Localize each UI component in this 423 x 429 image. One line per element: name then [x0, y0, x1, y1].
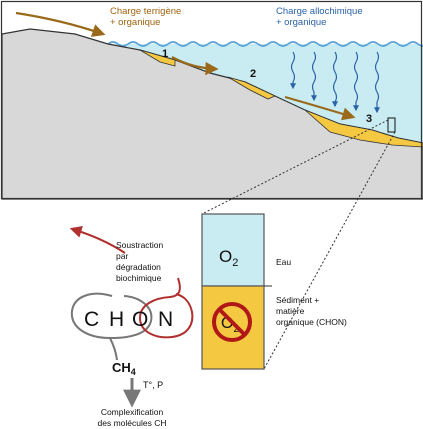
projection-line-left: [201, 119, 389, 215]
sediment-lens-1: [139, 49, 176, 67]
site-number-2: 2: [250, 68, 256, 80]
allochimique-settling-arrows: [290, 51, 380, 114]
sample-location-box: [387, 117, 396, 133]
projection-line-right: [263, 131, 396, 370]
site-number-1: 1: [162, 48, 168, 60]
on-lasso: [138, 277, 194, 339]
water-sediment-column: O2 O2 Eau Sédiment + matière organique (…: [201, 213, 347, 370]
allochimique-label-2: + organique: [276, 17, 326, 28]
soustraction-label-4: biochimique: [116, 273, 162, 283]
soustraction-label-3: dégradation: [116, 262, 161, 272]
sediment-oxygen-subscript: 2: [233, 324, 239, 335]
sediment-label-1: Sédiment +: [276, 295, 319, 305]
chon-letter-n: N: [158, 308, 173, 331]
chon-letter-o: O: [132, 308, 148, 331]
water-layer: [201, 213, 265, 287]
soustraction-label-2: par: [116, 251, 128, 261]
water-oxygen-formula: O2: [219, 247, 238, 269]
settling-arrow: [332, 51, 338, 108]
chon-transformation: Soustraction par dégradation biochimique…: [69, 226, 194, 428]
terrigene-input-arrow: [15, 11, 106, 37]
terrigene-label-2: + organique: [110, 17, 160, 28]
no-oxygen-icon: O2: [212, 302, 252, 342]
complexification-label-1: Complexification: [101, 407, 164, 417]
temperature-pressure-label: T°, P: [143, 380, 163, 390]
sediment-label-3: organique (CHON): [276, 317, 347, 327]
soustraction-label-1: Soustraction: [116, 240, 164, 250]
sediment-label-2: matière: [276, 306, 305, 316]
transport-arrow-1: [171, 56, 219, 76]
water-surface: [107, 41, 423, 47]
settling-arrow: [353, 51, 359, 112]
sediment-lens-2: [227, 76, 276, 100]
allochimique-label: Charge allochimique: [276, 6, 363, 17]
section-frame: [0, 0, 423, 200]
water-label: Eau: [276, 257, 291, 267]
basin-cross-section: 1 2 3 Charge terrigène + organique Charg…: [0, 0, 423, 200]
ch-lasso: [70, 292, 153, 361]
methane-formula: CH4: [112, 360, 136, 377]
methane-subscript: 4: [131, 367, 136, 377]
settling-arrow: [290, 51, 296, 90]
settling-arrow: [374, 51, 380, 114]
site-number-3: 3: [366, 113, 372, 125]
sediment-lens-3: [304, 109, 423, 148]
terrigene-label: Charge terrigène: [110, 6, 181, 17]
soustraction-arrow: [69, 226, 126, 254]
transport-arrow-2: [284, 95, 356, 121]
zoom-projection-lines: [201, 119, 396, 370]
water-oxygen-subscript: 2: [232, 257, 238, 269]
sediment-layer: [201, 285, 265, 370]
complexification-label-2: des molécules CH: [98, 418, 167, 428]
settling-arrow: [311, 51, 317, 102]
chon-letter-h: H: [109, 308, 124, 331]
chon-letter-c: C: [84, 308, 99, 331]
